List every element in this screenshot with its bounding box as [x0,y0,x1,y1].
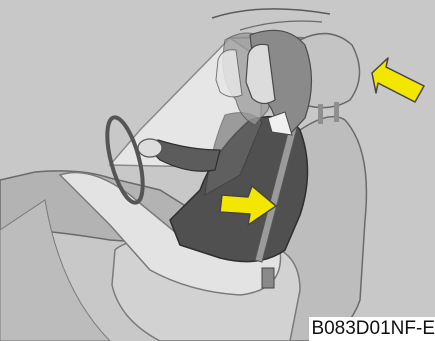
headrest-post [334,102,339,122]
figure-code: B083D01NF-E [309,317,435,341]
headrest-post [318,104,323,124]
seatbelt-buckle [262,268,274,288]
hand [138,139,162,157]
